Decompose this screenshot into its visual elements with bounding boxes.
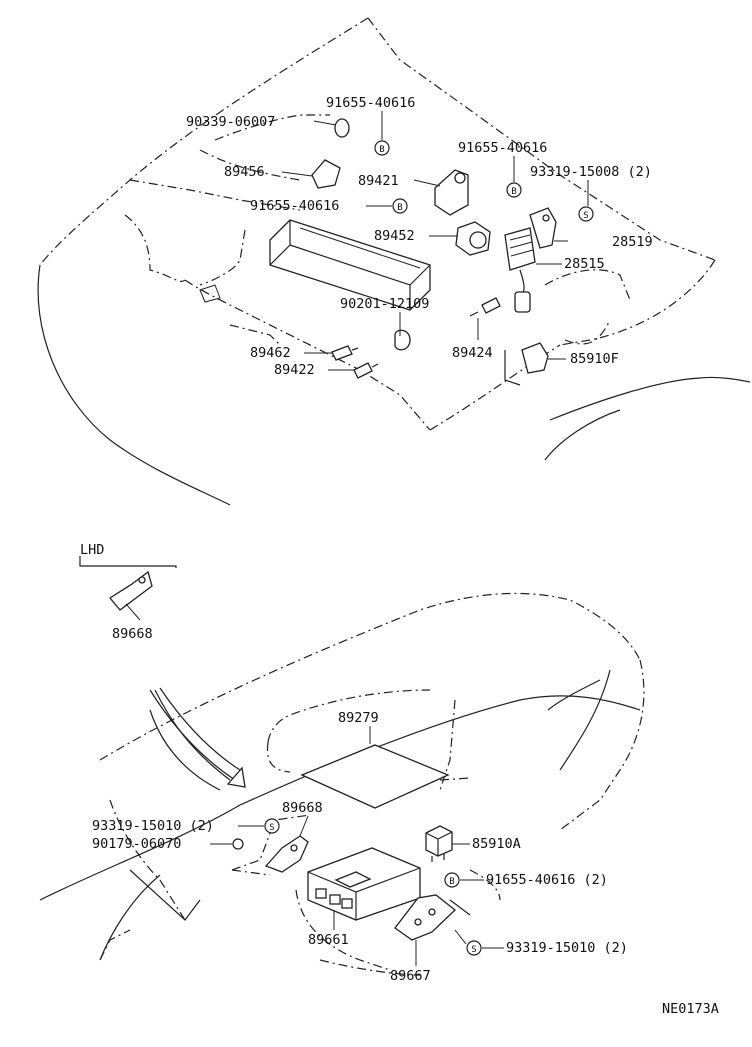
upper-small-parts [199,118,557,379]
bolt-marker-1 [374,140,390,156]
plate-89279 [300,726,450,809]
callout-85910F: 85910F [570,351,619,367]
callout-90201-12109: 90201-12109 [340,296,429,312]
callout-89661: 89661 [308,932,349,948]
callout-89279: 89279 [338,710,379,726]
callout-89421: 89421 [358,173,399,189]
callout-28515: 28515 [564,256,605,272]
callout-91655-40616-a: 91655-40616 [326,95,415,111]
svg-text:S: S [269,823,274,833]
callout-89668-lhd: 89668 [112,626,153,642]
callout-93319-15008: 93319-15008 (2) [530,164,652,180]
bracket-89668 [264,835,309,873]
computer-module-89661 [307,847,421,921]
screw-marker-1 [578,206,594,222]
lhd-inset: LHD 89668 [79,542,177,642]
relay-85910A [425,825,453,862]
callout-91655-40616-c: 91655-40616 [250,198,339,214]
figure-code: NE0173A [662,1001,719,1017]
bolt-marker-3 [392,198,408,214]
callout-89452: 89452 [374,228,415,244]
lhd-label: LHD [80,542,104,558]
bolt-marker-2 [506,182,522,198]
upper-markers: B B B S [374,140,594,222]
callout-93319-15010-a: 93319-15010 (2) [92,818,214,834]
lower-leaders [210,815,504,966]
upper-callouts: 91655-40616 90339-06007 91655-40616 9331… [186,95,653,378]
callout-89424: 89424 [452,345,493,361]
bracket-89667 [394,894,456,941]
screw-marker-3 [466,940,482,956]
callout-85910A: 85910A [472,836,521,852]
callout-93319-15010-b: 93319-15010 (2) [506,940,628,956]
screw-marker-2 [264,818,280,834]
lower-markers: S B S [264,818,482,956]
callout-89456: 89456 [224,164,265,180]
callout-90339-06007: 90339-06007 [186,114,275,130]
lower-callouts: 89279 89668 93319-15010 (2) 90179-06070 … [92,710,628,984]
svg-text:B: B [511,187,516,197]
callout-89668: 89668 [282,800,323,816]
svg-text:B: B [449,877,454,887]
svg-text:B: B [397,203,402,213]
upper-module-box [269,219,431,311]
svg-text:S: S [471,945,476,955]
callout-91655-40616-d: 91655-40616 (2) [486,872,608,888]
svg-text:S: S [583,211,588,221]
callout-89667: 89667 [390,968,431,984]
callout-91655-40616-b: 91655-40616 [458,140,547,156]
callout-28519: 28519 [612,234,653,250]
direction-arrow [149,687,246,788]
upper-leaders [281,111,589,371]
callout-89462: 89462 [250,345,291,361]
callout-90179-06070: 90179-06070 [92,836,181,852]
clip-90179 [232,838,244,850]
bolt-marker-4 [444,872,460,888]
callout-89422: 89422 [274,362,315,378]
svg-text:B: B [379,145,384,155]
